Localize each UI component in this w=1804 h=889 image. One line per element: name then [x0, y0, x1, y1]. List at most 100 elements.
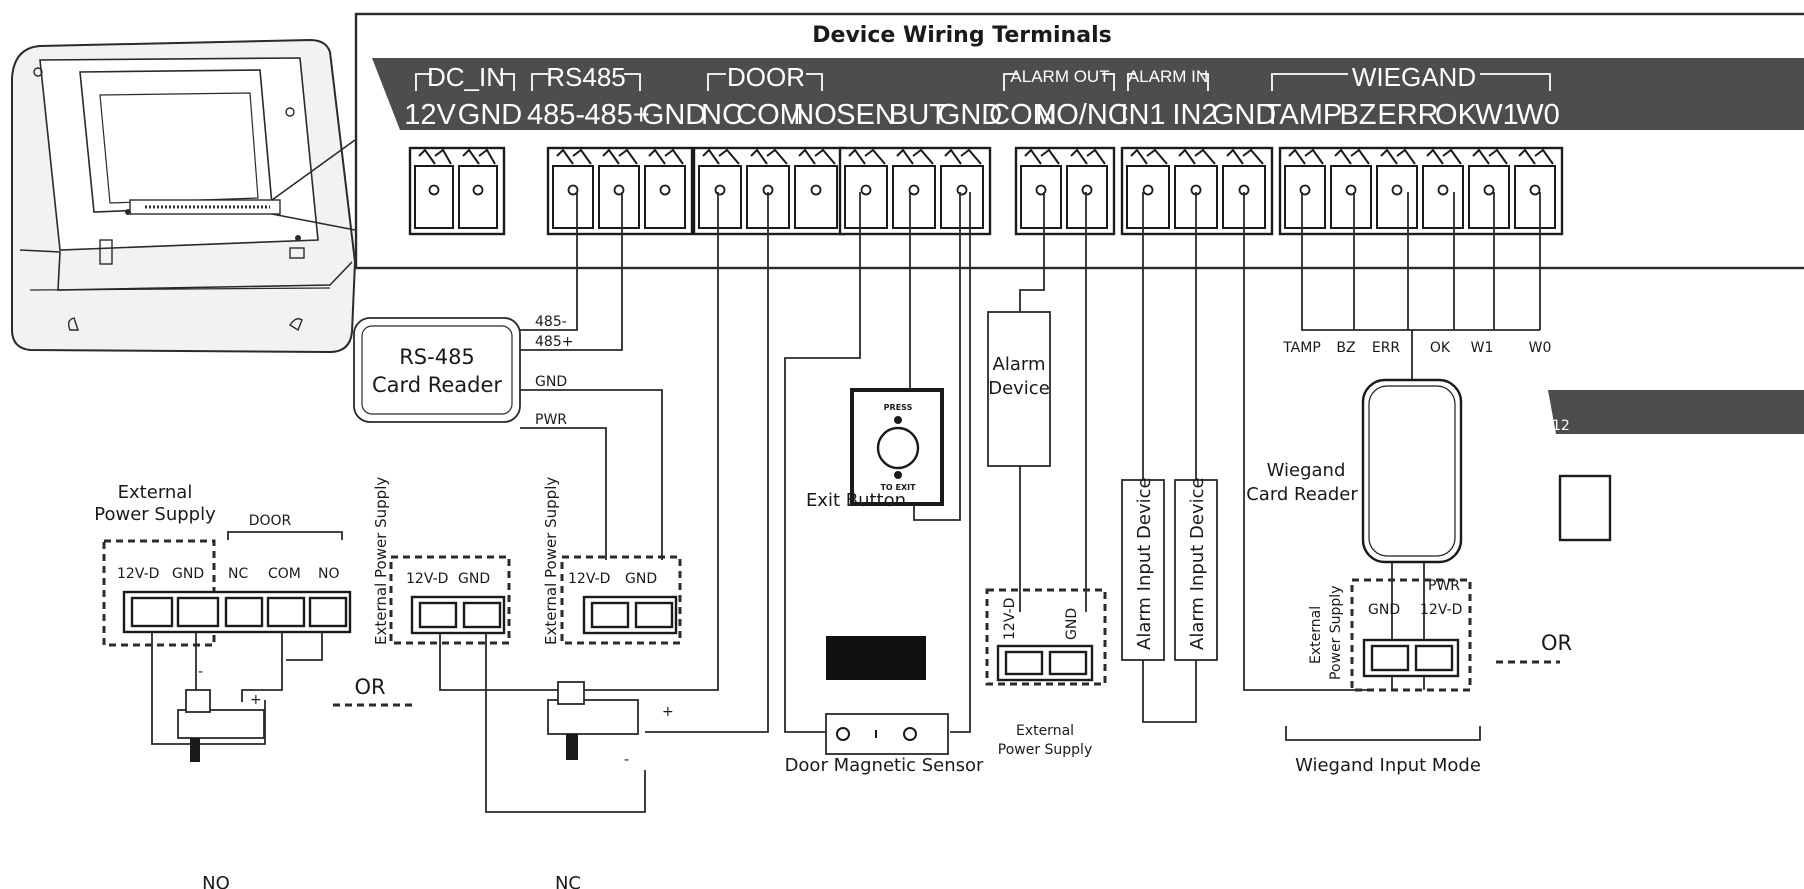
terminal-screw	[714, 184, 726, 196]
wiegand-pwr: PWR	[1428, 578, 1460, 594]
terminal-no: NO	[793, 99, 837, 131]
wiegand-reader-line2: Card Reader	[1246, 484, 1358, 505]
wiegand-psu-line1: External	[1308, 606, 1324, 664]
terminal-tamp: TAMP	[1264, 99, 1342, 131]
terminal-clip	[798, 148, 836, 165]
psu-vertical-1: External Power Supply	[372, 477, 390, 645]
psu-mid-12v: 12V-D	[406, 571, 448, 587]
terminal-cell	[698, 165, 742, 229]
terminal-clip	[1472, 148, 1508, 165]
wire-label-pwr: PWR	[535, 412, 567, 428]
terminal-w0: W0	[1516, 99, 1560, 131]
terminal-screw	[956, 184, 968, 196]
alarm-input-device-1: Alarm Input Device	[1134, 477, 1155, 650]
wg-pin-w0: W0	[1529, 340, 1552, 356]
terminal-cell	[892, 165, 936, 229]
device-illustration	[11, 38, 357, 354]
terminal-clip	[1426, 148, 1462, 165]
alarm-device-line1: Alarm	[993, 354, 1046, 375]
wire-label-485-plus: 485+	[535, 334, 573, 350]
terminal-screw	[908, 184, 920, 196]
terminal-cell	[1422, 165, 1464, 229]
terminal-clip	[648, 148, 684, 165]
terminal-cell	[940, 165, 984, 229]
wg-pin-err: ERR	[1372, 340, 1401, 356]
terminal-nc: NC	[701, 99, 743, 131]
terminal-in2: IN2	[1172, 99, 1217, 131]
terminal-cell	[1066, 165, 1108, 229]
alarm-psu-12v: 12V-D	[1002, 598, 1018, 640]
terminal-cell	[1020, 165, 1062, 229]
terminal-no-nc: NO/NC	[1035, 99, 1128, 131]
terminal-clip	[1380, 148, 1416, 165]
or-label-left: OR	[354, 675, 385, 699]
terminal-cell	[844, 165, 888, 229]
psu-left-line2: Power Supply	[94, 504, 216, 525]
terminal-bz: BZ	[1339, 99, 1376, 131]
door-com: COM	[268, 566, 301, 582]
block-rs485	[546, 146, 694, 236]
alarm-psu-line2: Power Supply	[998, 742, 1093, 758]
wg-pin-bz: BZ	[1336, 340, 1355, 356]
group-rs485: RS485	[546, 62, 626, 92]
lock-nc-plus: +	[662, 704, 674, 720]
alarm-device-line2: Device	[988, 378, 1050, 399]
terminal-gnd-alarm: GND	[1212, 99, 1276, 131]
terminal-in1: IN1	[1120, 99, 1165, 131]
terminal-12v: 12V	[404, 99, 456, 131]
terminal-cell	[1514, 165, 1556, 229]
alarm-device: Alarm Device 12V-D GND External Power Su…	[985, 311, 1107, 758]
terminal-w1: W1	[1475, 99, 1519, 131]
terminal-screw	[567, 184, 579, 196]
lock-no-minus: -	[198, 664, 203, 680]
terminal-screw	[1529, 184, 1541, 196]
terminal-screw	[810, 184, 822, 196]
wire-label-gnd: GND	[535, 374, 567, 390]
terminal-clip	[418, 148, 452, 165]
terminal-screw	[1483, 184, 1495, 196]
terminal-485-plus: 485+	[584, 99, 649, 131]
rs485-reader-line2: Card Reader	[372, 373, 502, 397]
group-door: DOOR	[727, 62, 805, 92]
exit-button: PRESS TO EXIT Exit Button	[806, 388, 944, 511]
block-door	[692, 146, 846, 236]
rs485-card-reader: RS-485 Card Reader 485- 485+ GND PWR	[353, 314, 573, 428]
psu-mid2-gnd: GND	[625, 571, 657, 587]
terminal-cell	[598, 165, 640, 229]
exit-button-to-exit: TO EXIT	[880, 483, 916, 492]
door-no: NO	[318, 566, 340, 582]
terminal-but: BUT	[889, 99, 947, 131]
block-alarm-in	[1120, 146, 1274, 236]
terminal-cell	[1330, 165, 1372, 229]
psu-left-12v: 12V-D	[117, 566, 159, 582]
block-dc-in	[408, 146, 506, 236]
terminal-com-door: COM	[736, 99, 804, 131]
terminal-cell	[1468, 165, 1510, 229]
terminal-screw	[860, 184, 872, 196]
lock-nc-minus: -	[624, 752, 629, 768]
wiegand-card-reader: TAMP BZ ERR OK W1 W0 Wiegand Card Reader…	[1246, 340, 1551, 776]
wg-pin-ok: OK	[1430, 340, 1451, 356]
terminal-clip	[602, 148, 638, 165]
terminal-screw	[1437, 184, 1449, 196]
terminal-panel: Device Wiring Terminals DC_IN RS485 DOOR…	[354, 12, 1804, 270]
block-door-io	[838, 146, 992, 236]
wg-pin-w1: W1	[1471, 340, 1494, 356]
terminal-clip	[1070, 148, 1106, 165]
block-wiegand	[1278, 146, 1564, 236]
terminal-screw	[1391, 184, 1403, 196]
door-magnetic-sensor: Door Magnetic Sensor	[785, 636, 984, 776]
terminal-cell	[1284, 165, 1326, 229]
terminal-cell	[1126, 165, 1170, 229]
terminal-clip	[1288, 148, 1324, 165]
terminal-ok: OK	[1435, 99, 1478, 131]
terminal-clip	[556, 148, 592, 165]
terminal-clip	[944, 148, 982, 165]
alarm-input-device-2: Alarm Input Device	[1187, 477, 1208, 650]
group-alarm-in: ALARM IN	[1128, 67, 1208, 86]
terminal-cell	[552, 165, 594, 229]
terminal-clip	[462, 148, 496, 165]
psu-mid2-12v: 12V-D	[568, 571, 610, 587]
terminal-err: ERR	[1377, 99, 1438, 131]
terminal-screw	[1081, 184, 1093, 196]
